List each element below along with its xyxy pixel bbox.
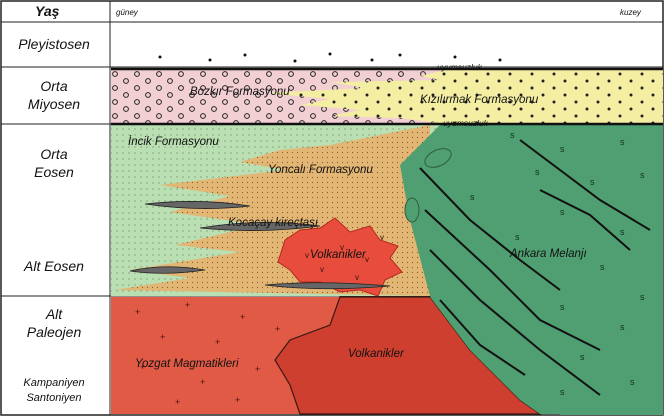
label-yoncali: Yoncalı Formasyonu: [268, 164, 373, 176]
label-ankara: Ankara Melanjı: [510, 248, 587, 260]
svg-text:+: +: [200, 377, 205, 387]
age-orta-eosen-2: Eosen: [0, 164, 108, 181]
age-santoniyen: Santoniyen: [0, 390, 108, 407]
svg-text:v: v: [380, 233, 384, 242]
svg-text:+: +: [235, 395, 240, 405]
svg-text:s: s: [470, 192, 475, 202]
label-volkanikler-upper: Volkanikler: [310, 249, 366, 261]
label-bozkir: Bozkır Formasyonu: [190, 86, 290, 98]
svg-text:v: v: [355, 273, 359, 282]
green-lens: [405, 198, 419, 222]
svg-text:s: s: [620, 322, 625, 332]
unconformity-label-2: uyumsuzluk: [443, 118, 488, 128]
svg-text:s: s: [560, 207, 565, 217]
age-alt-paleojen-1: Alt: [0, 306, 108, 323]
svg-text:s: s: [580, 352, 585, 362]
age-column-header: Yaş: [35, 3, 59, 19]
svg-text:+: +: [135, 307, 140, 317]
pleyistosen-dots: [159, 53, 502, 63]
age-orta-miyosen-1: Orta: [0, 78, 108, 95]
svg-text:+: +: [240, 312, 245, 322]
south-label: güney: [116, 8, 138, 17]
svg-text:s: s: [510, 130, 515, 140]
svg-text:+: +: [275, 324, 280, 334]
svg-text:+: +: [215, 337, 220, 347]
svg-text:s: s: [560, 387, 565, 397]
unconformity-label-1: uyumsuzluk: [437, 62, 482, 72]
label-kizilirmak: Kızılırmak Formasyonu: [420, 94, 538, 106]
svg-text:s: s: [535, 167, 540, 177]
svg-text:s: s: [600, 262, 605, 272]
svg-text:s: s: [515, 232, 520, 242]
label-yozgat: Yozgat Magmatikleri: [135, 358, 239, 370]
svg-text:v: v: [305, 251, 309, 260]
age-alt-eosen: Alt Eosen: [0, 258, 108, 275]
svg-text:+: +: [255, 364, 260, 374]
age-orta-miyosen-2: Miyosen: [0, 96, 108, 113]
svg-text:+: +: [175, 397, 180, 407]
svg-text:+: +: [185, 300, 190, 310]
north-label: kuzey: [620, 8, 641, 17]
svg-text:s: s: [560, 144, 565, 154]
svg-text:s: s: [640, 292, 645, 302]
age-orta-eosen-1: Orta: [0, 146, 108, 163]
svg-text:s: s: [640, 170, 645, 180]
svg-text:s: s: [590, 177, 595, 187]
label-kocacay: Kocaçay kireçtaşı: [228, 217, 318, 229]
svg-text:+: +: [160, 332, 165, 342]
label-incik: İncik Formasyonu: [128, 136, 219, 148]
svg-text:s: s: [560, 302, 565, 312]
svg-text:s: s: [620, 227, 625, 237]
label-volkanikler-lower: Volkanikler: [348, 348, 404, 360]
age-alt-paleojen-2: Paleojen: [0, 324, 108, 341]
svg-text:s: s: [630, 377, 635, 387]
svg-text:s: s: [620, 137, 625, 147]
svg-text:v: v: [320, 265, 324, 274]
age-pleyistosen: Pleyistosen: [0, 36, 108, 53]
